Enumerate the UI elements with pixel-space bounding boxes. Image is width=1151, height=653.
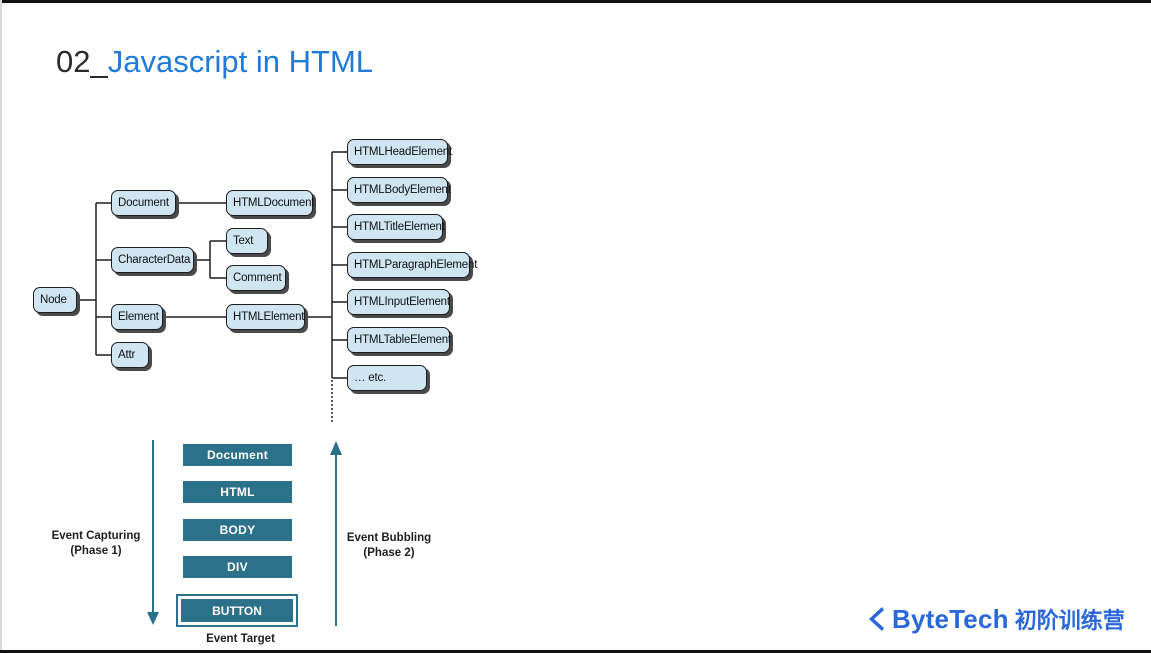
slide-title-text: Javascript in HTML bbox=[107, 44, 374, 79]
event-box-document: Document bbox=[183, 444, 292, 466]
tree-node-htmlbodyelement: HTMLBodyElement bbox=[347, 177, 451, 203]
tree-node-characterdata: CharacterData bbox=[111, 247, 194, 273]
tree-node-node: Node bbox=[33, 287, 77, 313]
event-box-body: BODY bbox=[183, 519, 292, 541]
event-box-button: BUTTON bbox=[181, 599, 293, 622]
event-target-box: BUTTON bbox=[176, 594, 298, 627]
tree-node-etc: … etc. bbox=[347, 365, 427, 391]
tree-node-attr: Attr bbox=[111, 342, 149, 368]
bytetech-logo-icon bbox=[869, 607, 884, 631]
tree-node-document: Document bbox=[111, 190, 176, 216]
bytetech-logo: ByteTech 初阶训练营 bbox=[866, 603, 1125, 635]
event-bubbling-phase: (Phase 2) bbox=[363, 547, 415, 559]
logo-text: ByteTech bbox=[892, 603, 1009, 634]
event-box-html: HTML bbox=[183, 481, 292, 503]
tree-node-comment: Comment bbox=[226, 265, 286, 291]
event-bubbling-label: Event Bubbling (Phase 2) bbox=[339, 531, 439, 561]
event-capturing-title: Event Capturing bbox=[51, 530, 141, 542]
top-border bbox=[0, 0, 1151, 3]
logo-chinese-text: 初阶训练营 bbox=[1014, 608, 1125, 633]
tree-node-htmlparagraphelement: HTMLParagraphElement bbox=[347, 252, 477, 278]
tree-node-htmldocument: HTMLDocument bbox=[226, 190, 315, 216]
left-border bbox=[0, 0, 2, 653]
bottom-border bbox=[0, 650, 1151, 653]
tree-node-htmltitleelement: HTMLTitleElement bbox=[347, 214, 445, 240]
tree-node-htmlheadelement: HTMLHeadElement bbox=[347, 139, 452, 165]
slide-title-number: 02_ bbox=[56, 44, 108, 79]
slide-title: 02_Javascript in HTML bbox=[56, 42, 373, 82]
tree-node-htmlinputelement: HTMLInputElement bbox=[347, 289, 450, 315]
event-bubbling-title: Event Bubbling bbox=[346, 532, 432, 544]
event-capturing-phase: (Phase 1) bbox=[70, 545, 122, 557]
event-box-div: DIV bbox=[183, 556, 292, 578]
tree-node-htmltableelement: HTMLTableElement bbox=[347, 327, 451, 353]
event-target-label: Event Target bbox=[206, 633, 275, 645]
event-capturing-label: Event Capturing (Phase 1) bbox=[40, 529, 152, 559]
tree-node-element: Element bbox=[111, 304, 163, 330]
tree-node-text: Text bbox=[226, 228, 268, 254]
tree-node-htmlelement: HTMLElement bbox=[226, 304, 305, 330]
